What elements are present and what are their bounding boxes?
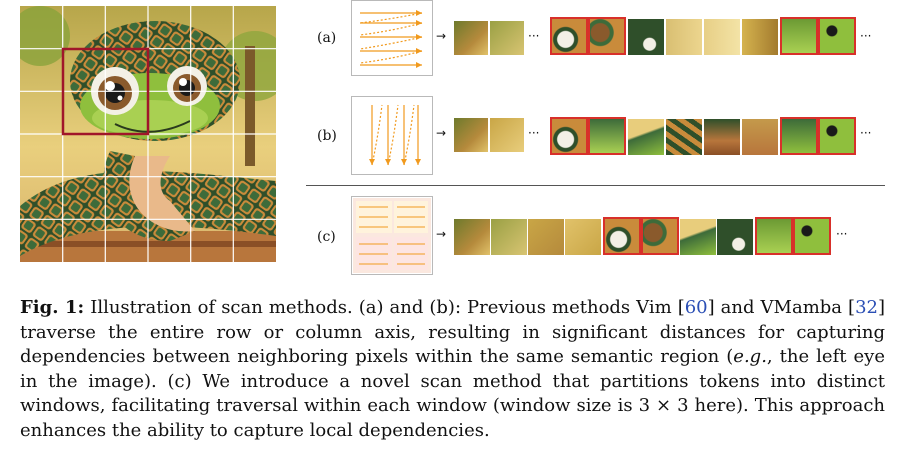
token-tile bbox=[628, 19, 664, 55]
window-scan-diagram bbox=[351, 196, 433, 275]
token-tile bbox=[490, 118, 524, 152]
row-label-b: (b) bbox=[317, 128, 337, 144]
token-tile-highlighted bbox=[780, 17, 818, 55]
scan-row-c: (c) → ··· bbox=[300, 196, 900, 275]
snake-illustration bbox=[20, 6, 276, 262]
ellipsis-icon: ··· bbox=[528, 29, 540, 43]
token-tile-highlighted bbox=[818, 17, 856, 55]
left-eye-window-highlight bbox=[61, 47, 150, 136]
token-tile bbox=[666, 19, 702, 55]
token-tile bbox=[454, 219, 490, 255]
citation-link[interactable]: 60 bbox=[684, 297, 708, 318]
arrow-icon: → bbox=[436, 227, 447, 241]
caption-text: ] and VMamba [ bbox=[707, 297, 856, 318]
column-scan-diagram bbox=[351, 96, 433, 175]
token-tile bbox=[717, 219, 753, 255]
token-tile bbox=[528, 219, 564, 255]
token-tile-highlighted bbox=[780, 117, 818, 155]
caption-emphasis: e.g. bbox=[733, 346, 767, 368]
token-tile-highlighted bbox=[641, 217, 679, 255]
token-tile bbox=[742, 19, 778, 55]
row-label-a: (a) bbox=[317, 30, 337, 46]
citation-link[interactable]: 32 bbox=[855, 297, 878, 318]
caption-text: ] traverse the entire row or column axis… bbox=[20, 297, 886, 368]
token-tile-highlighted bbox=[550, 117, 588, 155]
token-tile-highlighted bbox=[603, 217, 641, 255]
caption-text: , the left eye in the image). (c) We int… bbox=[20, 346, 885, 441]
token-tile-highlighted bbox=[755, 217, 793, 255]
figure-label: Fig. 1: bbox=[20, 297, 85, 318]
ellipsis-icon: ··· bbox=[860, 126, 872, 140]
ellipsis-icon: ··· bbox=[860, 29, 872, 43]
arrow-icon: → bbox=[436, 126, 447, 140]
token-tile bbox=[491, 219, 527, 255]
row-scan-diagram bbox=[351, 0, 433, 76]
token-tile bbox=[680, 219, 716, 255]
token-tile-highlighted bbox=[550, 17, 588, 55]
token-tile bbox=[704, 119, 740, 155]
figure-caption: Fig. 1: Illustration of scan methods. (a… bbox=[20, 296, 885, 444]
ellipsis-icon: ··· bbox=[528, 126, 540, 140]
ellipsis-icon: ··· bbox=[836, 227, 848, 241]
token-tile bbox=[666, 119, 702, 155]
token-tile-highlighted bbox=[793, 217, 831, 255]
token-tile bbox=[628, 119, 664, 155]
scan-row-b: (b) → ··· ··· bbox=[300, 96, 900, 175]
arrow-icon: → bbox=[436, 29, 447, 43]
token-tile-highlighted bbox=[588, 117, 626, 155]
token-tile-highlighted bbox=[818, 117, 856, 155]
scan-row-a: (a) → ··· ··· bbox=[300, 0, 900, 76]
token-tile bbox=[454, 21, 488, 55]
token-tile bbox=[704, 19, 740, 55]
token-tile bbox=[454, 118, 488, 152]
caption-text: Illustration of scan methods. (a) and (b… bbox=[84, 297, 685, 318]
token-tile bbox=[490, 21, 524, 55]
token-tile bbox=[742, 119, 778, 155]
token-tile bbox=[565, 219, 601, 255]
token-tile-highlighted bbox=[588, 17, 626, 55]
separator-line bbox=[306, 185, 885, 186]
row-label-c: (c) bbox=[317, 229, 336, 245]
